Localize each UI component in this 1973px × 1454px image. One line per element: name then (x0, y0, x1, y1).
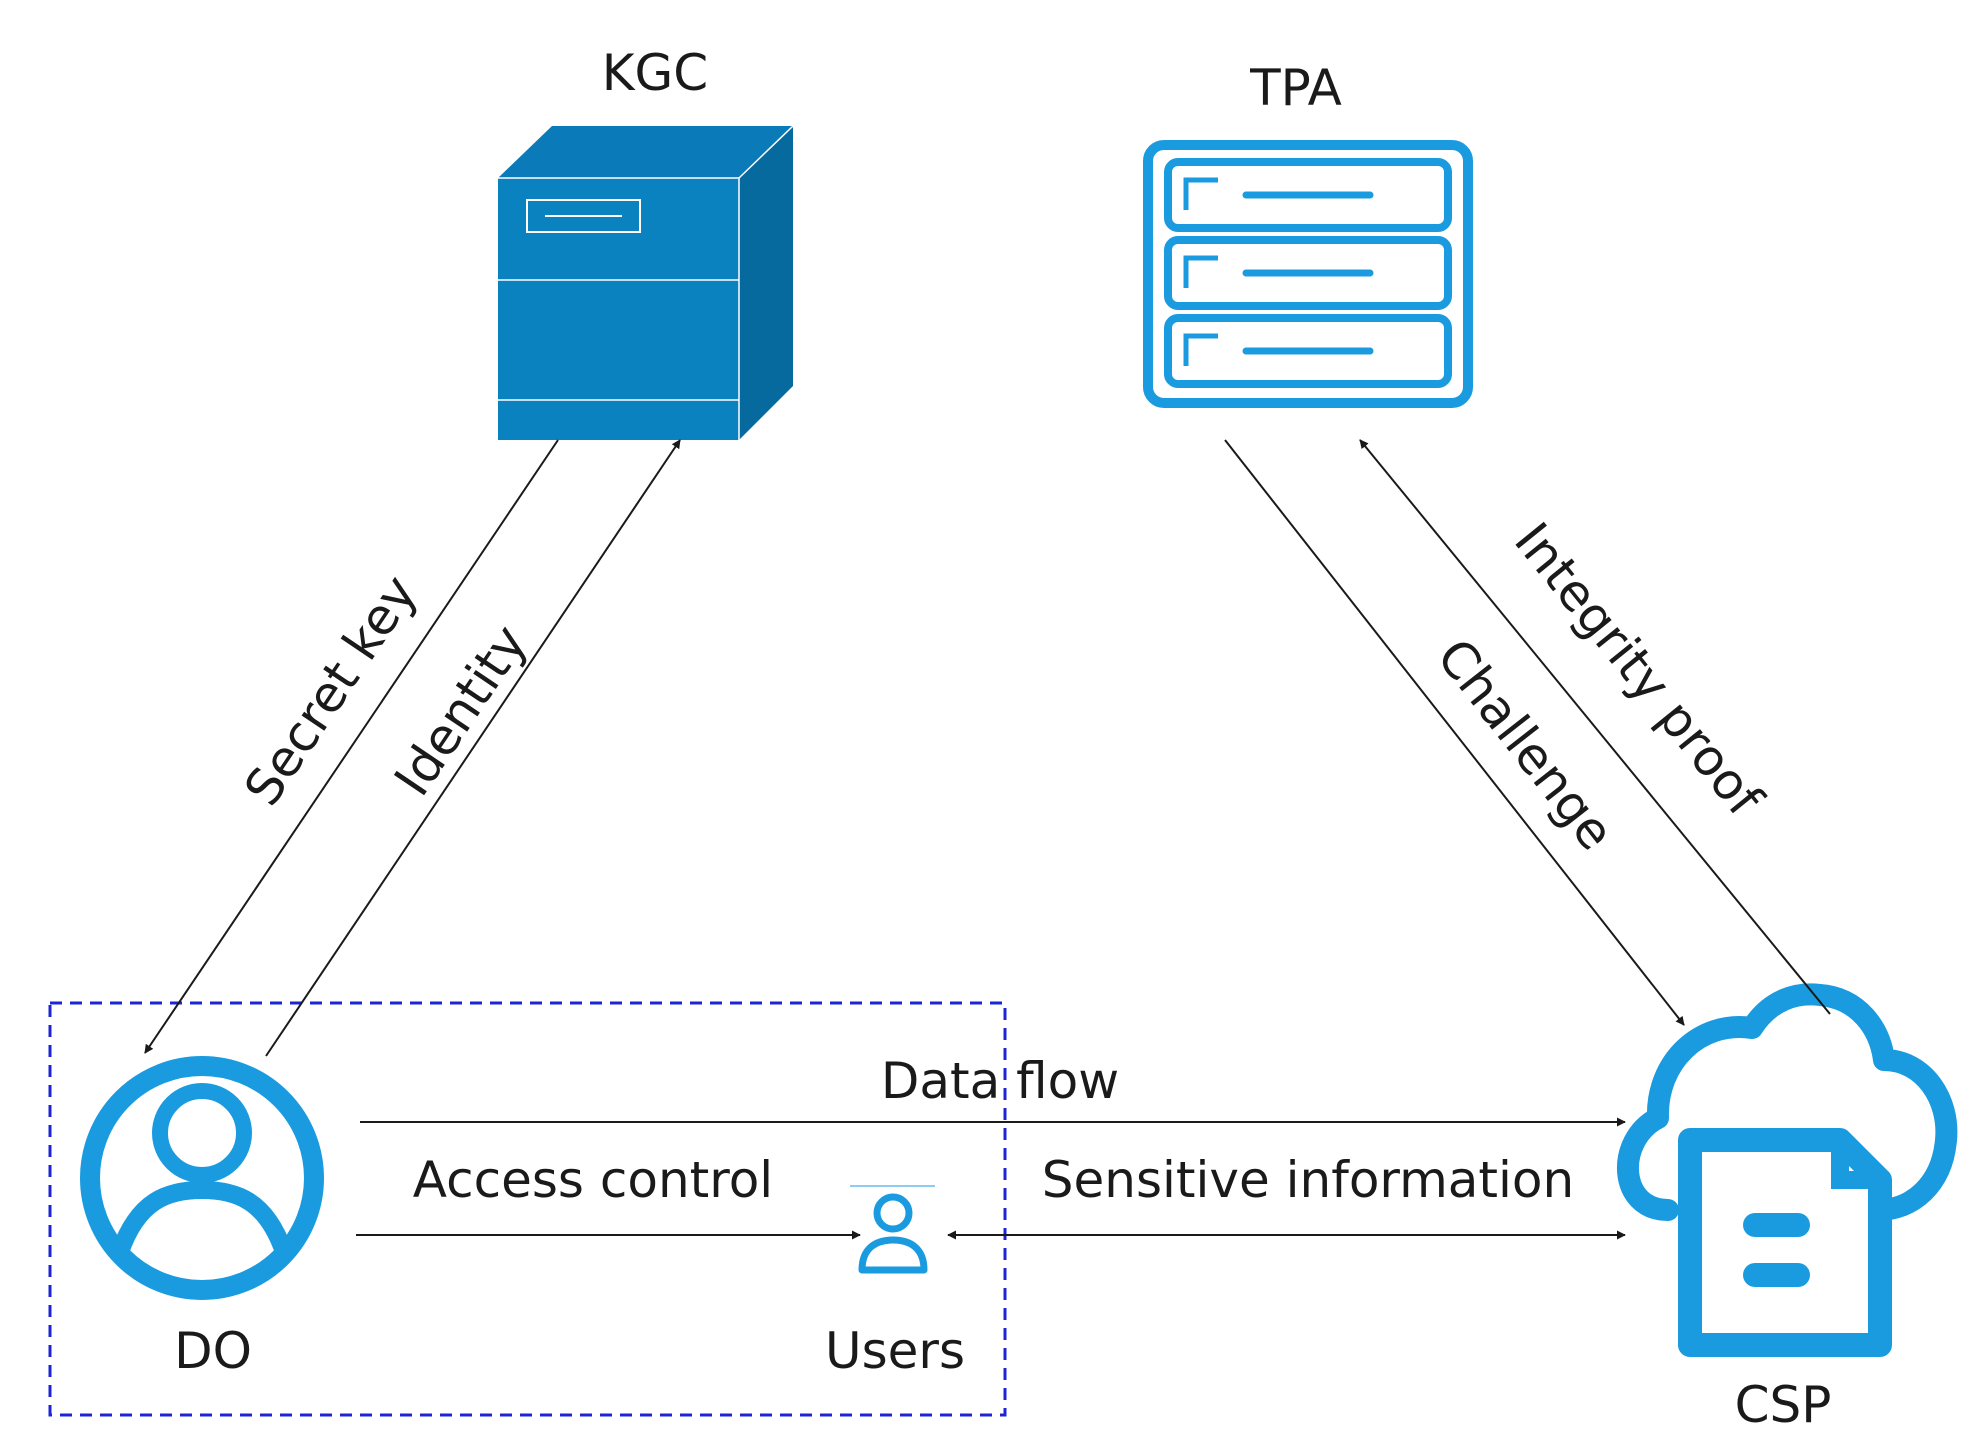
do-label: DO (174, 1322, 252, 1380)
cloud-storage-icon (1616, 983, 1958, 1357)
server-tower-icon (498, 125, 794, 440)
users-label: Users (825, 1322, 965, 1380)
csp-node[interactable]: CSP (1616, 983, 1958, 1434)
secret-key-arrow (144, 439, 559, 1054)
user-icon (850, 1185, 935, 1274)
data-flow-label: Data flow (881, 1052, 1119, 1110)
access-control-label: Access control (413, 1151, 773, 1209)
user-circle-icon (80, 1056, 324, 1300)
tpa-label: TPA (1249, 59, 1342, 117)
kgc-node[interactable]: KGC (498, 44, 794, 440)
users-node[interactable]: Users (825, 1185, 965, 1380)
identity-label: Identity (383, 615, 538, 806)
challenge-label: Challenge (1426, 628, 1626, 861)
integrity-proof-arrow (1359, 439, 1831, 1015)
server-rack-icon (1143, 140, 1473, 408)
csp-label: CSP (1735, 1376, 1832, 1434)
identity-arrow (265, 439, 681, 1057)
do-node[interactable]: DO (80, 1056, 324, 1380)
kgc-label: KGC (602, 44, 708, 102)
tpa-node[interactable]: TPA (1143, 59, 1473, 408)
challenge-arrow (1224, 439, 1685, 1026)
sensitive-information-label: Sensitive information (1042, 1151, 1574, 1209)
do-users-group-box (48, 1001, 1007, 1417)
